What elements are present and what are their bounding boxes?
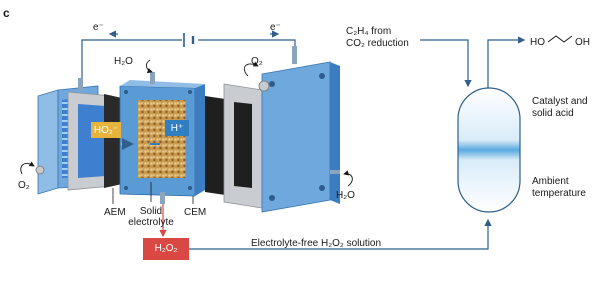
cathode-end-plate (258, 46, 340, 213)
product-oh-label: OH (575, 37, 590, 48)
ethylene-feed-line (420, 39, 472, 88)
solid-electrolyte-chamber (119, 72, 205, 204)
ambient-label-line2: temperature (532, 188, 586, 199)
electron-right-label: e⁻ (270, 22, 281, 33)
reactor-vessel (457, 87, 521, 213)
solid-electrolyte-label-line1: Solid (139, 206, 163, 217)
panel-letter: c (3, 6, 10, 20)
hplus-ion-label: H⁺ (170, 123, 184, 134)
aem-label: AEM (104, 207, 126, 218)
oxygen-left-label: O₂ (18, 180, 30, 191)
co2-reduction-label-line1: C₂H₄ from (346, 26, 392, 37)
water-top-label: H₂O (114, 56, 133, 67)
oxygen-top-label: O₂ (251, 56, 263, 67)
ethylene-glycol-structure (547, 35, 573, 43)
co2-reduction-label-line2: CO₂ reduction (346, 38, 409, 49)
electron-left-label: e⁻ (93, 22, 104, 33)
catalyst-label-line1: Catalyst and (532, 96, 588, 107)
h2o2-product-box: H₂O₂ (143, 238, 189, 260)
solution-label: Electrolyte-free H₂O₂ solution (251, 238, 382, 249)
ambient-label-line1: Ambient (532, 176, 569, 187)
water-right-label: H₂O (336, 190, 355, 201)
ho2-ion-label: HO₂⁻ (93, 125, 119, 136)
aem-membrane (104, 94, 122, 188)
cem-label: CEM (184, 207, 207, 218)
solution-flow-line (189, 218, 492, 250)
solid-electrolyte-label-line2: electrolyte (128, 217, 174, 228)
ho2-ion-box (91, 122, 121, 138)
product-ho-label: HO (530, 37, 545, 48)
product-outflow-line (487, 36, 526, 88)
hplus-ion-box (165, 120, 189, 136)
catalyst-label-line2: solid acid (532, 108, 574, 119)
